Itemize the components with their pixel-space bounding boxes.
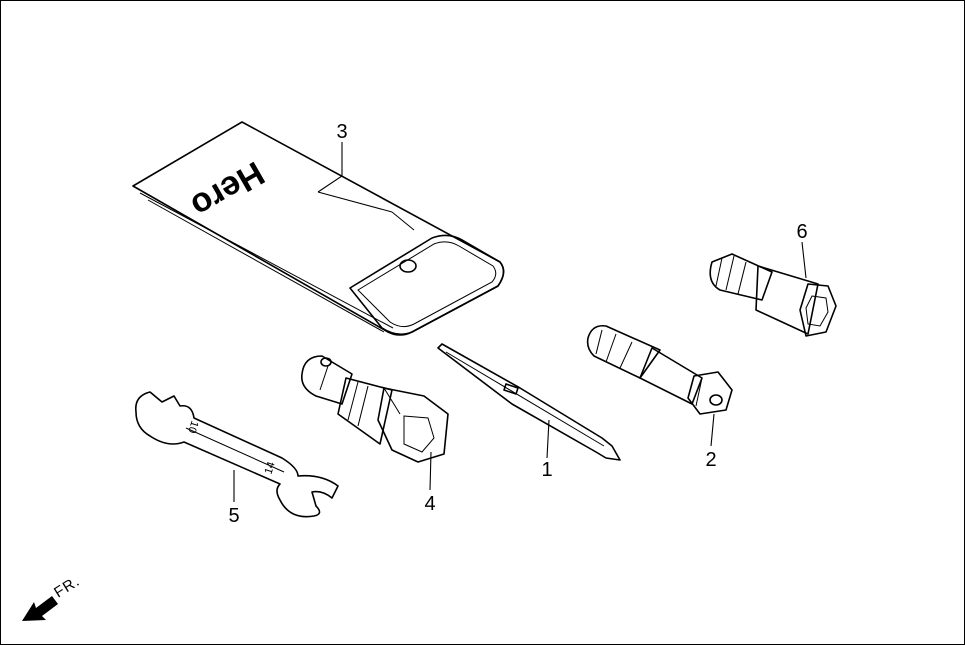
callout-5: 5 xyxy=(228,505,239,527)
wrench-size-14-mark: 14 xyxy=(263,460,278,475)
callout-2: 2 xyxy=(705,449,716,471)
wrench-size-10-mark: 10 xyxy=(185,419,200,434)
leader-line-2 xyxy=(710,413,715,447)
open-end-wrench-illustration: 10 14 xyxy=(134,391,339,518)
callout-3: 3 xyxy=(336,121,347,143)
leader-lines xyxy=(233,142,807,502)
plug-wrench-illustration xyxy=(300,355,449,463)
front-direction-label: FR. xyxy=(51,573,83,602)
callout-6: 6 xyxy=(796,221,807,243)
leader-line-3 xyxy=(317,142,343,193)
leader-line-6 xyxy=(801,241,807,279)
screwdriver-illustration xyxy=(437,343,621,461)
arrow-down-left-icon xyxy=(22,596,58,621)
leader-line-4 xyxy=(429,451,432,491)
brand-logo: Hero xyxy=(184,154,270,226)
callout-1: 1 xyxy=(541,459,552,481)
box-spanner-illustration xyxy=(709,253,837,337)
screwdriver-grip-illustration xyxy=(586,324,733,415)
tool-bag-illustration: Hero xyxy=(132,121,505,336)
leader-line-1 xyxy=(546,419,550,459)
callout-4: 4 xyxy=(424,493,435,515)
